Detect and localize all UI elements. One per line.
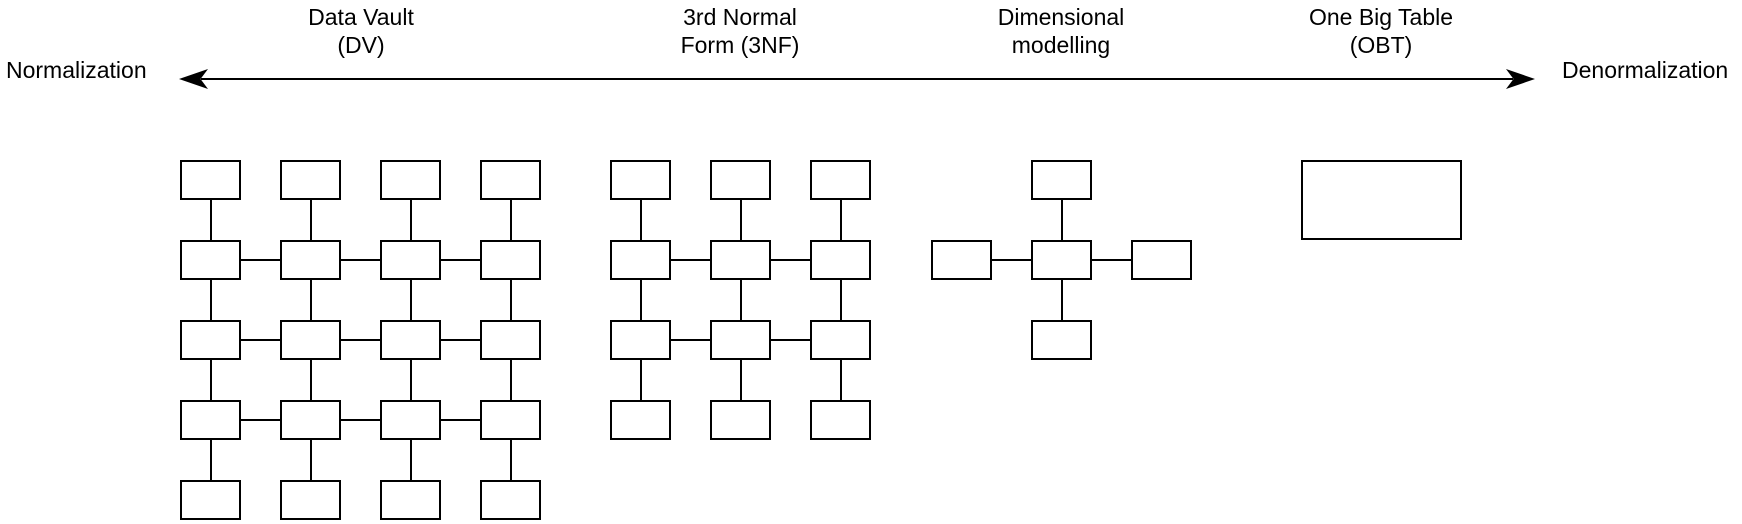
connector-line	[409, 280, 412, 320]
table-box	[710, 320, 771, 360]
connector-line	[509, 280, 512, 320]
connector-line	[771, 339, 810, 341]
connector-line	[1092, 259, 1131, 261]
connector-line	[309, 440, 312, 480]
connector-line	[209, 280, 212, 320]
table-box	[280, 400, 341, 440]
table-box	[1031, 240, 1092, 280]
table-box	[180, 240, 241, 280]
table-box	[1031, 320, 1092, 360]
table-box	[180, 320, 241, 360]
table-box	[380, 160, 441, 200]
table-box	[480, 480, 541, 520]
method-label-line: Form (3NF)	[680, 32, 800, 58]
table-box	[180, 480, 241, 520]
connector-line	[839, 360, 842, 400]
table-box	[380, 240, 441, 280]
connector-line	[639, 360, 642, 400]
denormalization-label: Denormalization	[1562, 57, 1729, 83]
connector-line	[409, 440, 412, 480]
connector-line	[992, 259, 1031, 261]
table-box	[610, 160, 671, 200]
connector-line	[839, 200, 842, 240]
table-box	[610, 320, 671, 360]
table-box	[480, 320, 541, 360]
table-box	[710, 240, 771, 280]
table-box	[810, 400, 871, 440]
connector-line	[341, 419, 380, 421]
connector-line	[209, 440, 212, 480]
table-box	[480, 400, 541, 440]
table-box	[610, 240, 671, 280]
method-label-line: modelling	[1011, 32, 1111, 58]
table-box	[610, 400, 671, 440]
connector-line	[241, 419, 280, 421]
connector-line	[309, 280, 312, 320]
method-label-dimensional: Dimensional modelling	[998, 3, 1125, 59]
connector-line	[739, 360, 742, 400]
table-box	[1131, 240, 1192, 280]
table-box	[810, 160, 871, 200]
table-box	[480, 160, 541, 200]
connector-line	[341, 259, 380, 261]
method-label-line: (OBT)	[1349, 32, 1413, 58]
table-box	[931, 240, 992, 280]
connector-line	[441, 419, 480, 421]
table-box	[810, 240, 871, 280]
method-label-line: Dimensional	[997, 4, 1125, 30]
table-box	[280, 160, 341, 200]
connector-line	[509, 440, 512, 480]
table-box	[1301, 160, 1462, 240]
connector-line	[309, 200, 312, 240]
connector-line	[409, 360, 412, 400]
connector-line	[771, 259, 810, 261]
table-box	[380, 480, 441, 520]
method-label-line: 3rd Normal	[683, 4, 797, 30]
table-box	[280, 480, 341, 520]
table-box	[380, 320, 441, 360]
connector-line	[309, 360, 312, 400]
table-box	[710, 400, 771, 440]
method-label-line: (DV)	[337, 32, 385, 58]
connector-line	[1060, 280, 1063, 320]
table-box	[380, 400, 441, 440]
connector-line	[671, 259, 710, 261]
connector-line	[441, 339, 480, 341]
connector-line	[639, 280, 642, 320]
connector-line	[441, 259, 480, 261]
table-box	[180, 400, 241, 440]
table-box	[280, 320, 341, 360]
connector-line	[241, 259, 280, 261]
connector-line	[409, 200, 412, 240]
method-label-3nf: 3rd Normal Form (3NF)	[681, 3, 800, 59]
connector-line	[739, 200, 742, 240]
connector-line	[839, 280, 842, 320]
connector-line	[209, 360, 212, 400]
table-box	[180, 160, 241, 200]
table-box	[1031, 160, 1092, 200]
connector-line	[341, 339, 380, 341]
connector-line	[509, 200, 512, 240]
table-box	[710, 160, 771, 200]
table-box	[480, 240, 541, 280]
connector-line	[241, 339, 280, 341]
normalization-label: Normalization	[6, 57, 147, 83]
connector-line	[209, 200, 212, 240]
connector-line	[1060, 200, 1063, 240]
connector-line	[639, 200, 642, 240]
method-label-data-vault: Data Vault (DV)	[308, 3, 414, 59]
connector-line	[509, 360, 512, 400]
method-label-line: One Big Table	[1308, 4, 1454, 30]
method-label-obt: One Big Table (OBT)	[1309, 3, 1453, 59]
method-label-line: Data Vault	[308, 4, 414, 30]
table-box	[280, 240, 341, 280]
connector-line	[671, 339, 710, 341]
table-box	[810, 320, 871, 360]
connector-line	[739, 280, 742, 320]
